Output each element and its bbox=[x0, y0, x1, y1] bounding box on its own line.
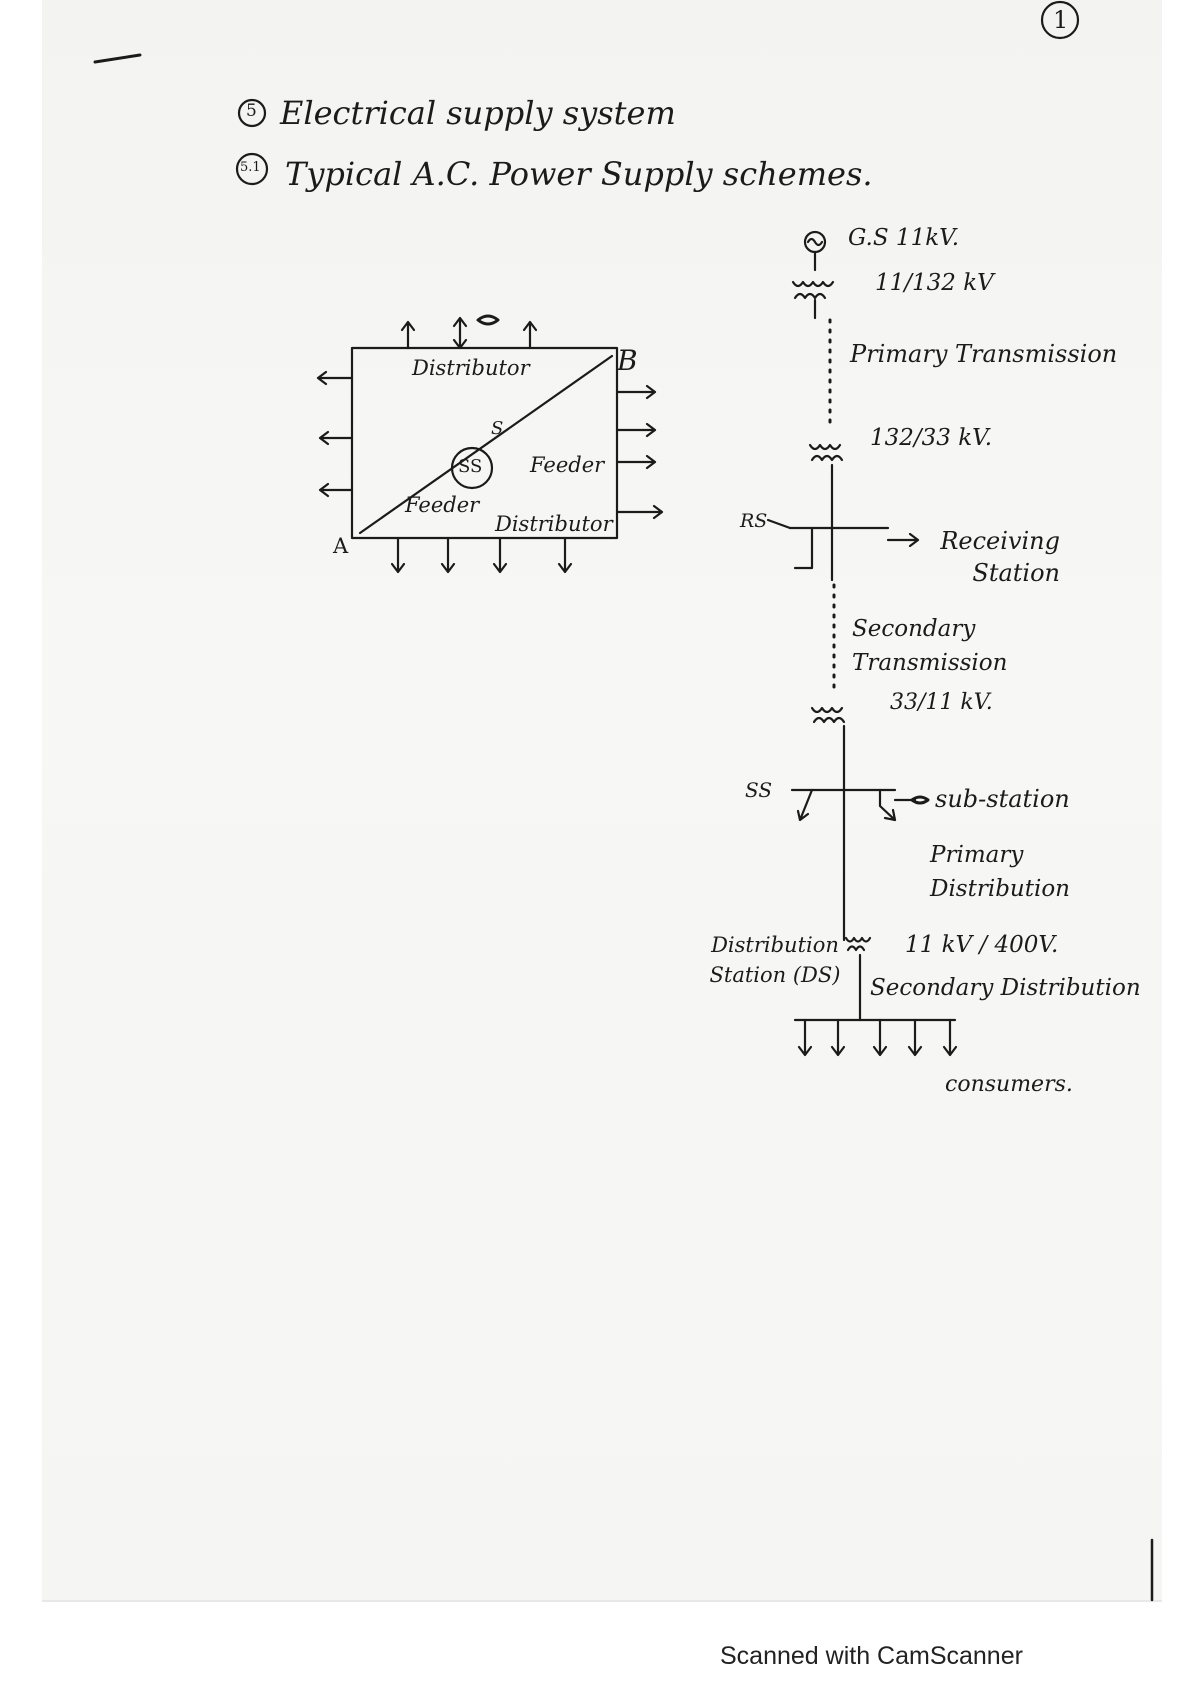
consumer-arrow bbox=[872, 1018, 888, 1057]
subheading-number: 5.1 bbox=[240, 160, 261, 175]
substation-label: SS bbox=[458, 456, 483, 477]
subheading: Typical A.C. Power Supply schemes. bbox=[285, 155, 873, 193]
load-arrow bbox=[400, 320, 416, 350]
substation-circle bbox=[450, 446, 494, 490]
load-arrow bbox=[522, 320, 538, 350]
load-arrow bbox=[615, 504, 664, 520]
rs-branch bbox=[793, 526, 814, 570]
secondary-transmission-label: Secondary Transmission bbox=[852, 616, 1008, 676]
heading-number-circle bbox=[237, 98, 267, 128]
load-arrow bbox=[440, 536, 456, 574]
node-b-label: B bbox=[617, 344, 638, 377]
scribble bbox=[476, 314, 500, 326]
step-up-label: 11/132 kV bbox=[875, 270, 994, 296]
load-arrow bbox=[390, 536, 406, 574]
primary-distribution-label: Primary Distribution bbox=[930, 842, 1070, 902]
generator-wave bbox=[806, 237, 824, 247]
feeder-lower-label: Feeder bbox=[405, 493, 480, 517]
ss-label: SS bbox=[745, 778, 773, 802]
consumer-arrow bbox=[830, 1018, 846, 1057]
subheading-number-circle bbox=[235, 152, 269, 186]
load-arrow bbox=[492, 536, 508, 574]
small-s-label: S bbox=[491, 418, 504, 439]
camscanner-footer: Scanned with CamScanner bbox=[720, 1642, 1023, 1670]
paper-edge bbox=[42, 1600, 1162, 1602]
pen-mark bbox=[93, 53, 142, 64]
transformer-2 bbox=[808, 443, 844, 462]
load-arrow bbox=[615, 454, 657, 470]
heading-number: 5 bbox=[246, 101, 257, 121]
consumer-arrow bbox=[797, 1018, 813, 1057]
ring-main-rect bbox=[350, 346, 619, 540]
load-arrow bbox=[557, 536, 573, 574]
consumer-arrow bbox=[907, 1018, 923, 1057]
consumer-arrow bbox=[942, 1018, 958, 1057]
step-down-3-label: 11 kV / 400V. bbox=[905, 932, 1059, 958]
scribble bbox=[910, 795, 930, 805]
sub-station-label: sub-station bbox=[935, 785, 1070, 813]
ss-branch bbox=[796, 788, 814, 822]
transformer-4 bbox=[844, 936, 872, 952]
heading: Electrical supply system bbox=[280, 94, 676, 132]
diagonal-feeder bbox=[358, 354, 614, 535]
load-arrow bbox=[316, 370, 354, 386]
distributor-top-label: Distributor bbox=[412, 356, 530, 380]
page-number-circle bbox=[1040, 0, 1080, 40]
step-down-2-label: 33/11 kV. bbox=[890, 690, 993, 715]
rs-arrow bbox=[886, 532, 920, 548]
secondary-distribution-label: Secondary Distribution bbox=[870, 975, 1141, 1001]
feeder-upper-label: Feeder bbox=[530, 453, 605, 477]
rs-label-line bbox=[766, 518, 792, 530]
load-arrow bbox=[615, 384, 657, 400]
rs-label: RS bbox=[740, 510, 768, 532]
transformer-3 bbox=[810, 706, 846, 724]
node-a-label: A bbox=[333, 534, 349, 558]
receiving-station-label: Receiving Station bbox=[940, 527, 1060, 587]
distributor-bottom-label: Distributor bbox=[495, 512, 613, 536]
page-number: 1 bbox=[1053, 6, 1069, 34]
step-down-1-label: 132/33 kV. bbox=[870, 425, 993, 451]
load-arrow bbox=[452, 316, 468, 350]
ss-branch bbox=[878, 788, 897, 822]
transformer-1 bbox=[791, 280, 835, 300]
load-arrow bbox=[615, 422, 657, 438]
load-arrow bbox=[318, 430, 354, 446]
load-arrow bbox=[318, 482, 354, 498]
consumers-label: consumers. bbox=[945, 1072, 1073, 1097]
paper-sheet bbox=[42, 0, 1162, 1600]
distribution-station-label: Distribution Station (DS) bbox=[709, 933, 841, 987]
primary-transmission-label: Primary Transmission bbox=[850, 340, 1118, 368]
gs-label: G.S 11kV. bbox=[848, 225, 960, 251]
